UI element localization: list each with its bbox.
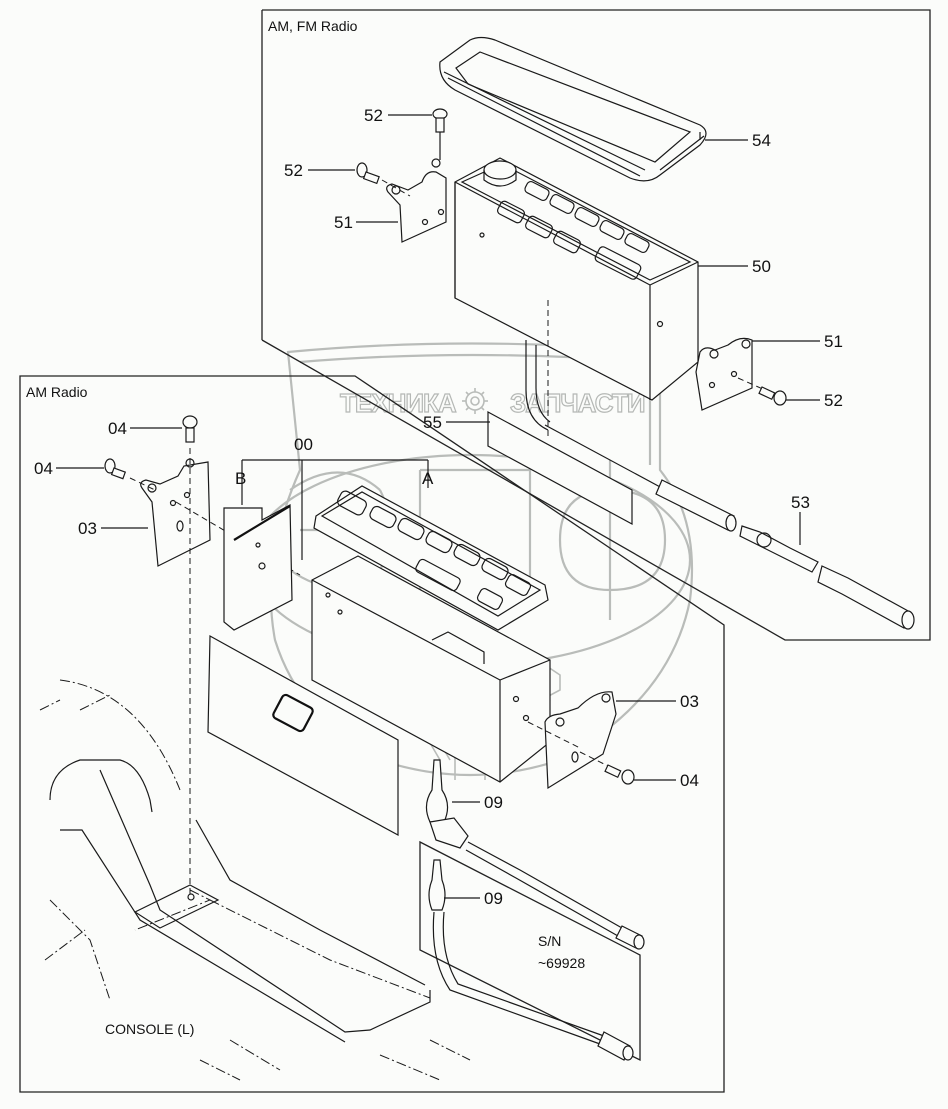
serial-number-box [419,840,641,1062]
callout-04-left: 04 [34,459,53,478]
watermark-left-text: ТЕХНИКА [340,388,457,418]
am-section-frame [19,375,725,1093]
am-cable [425,759,645,950]
callout-51-left: 51 [334,213,353,232]
callout-52-top: 52 [364,106,383,125]
callout-04-right: 04 [680,771,699,790]
am-fm-section-frame [261,9,931,641]
am-section-title: AM Radio [26,384,88,400]
callout-51-right: 51 [824,332,843,351]
callout-55: 55 [423,413,442,432]
am-radio-unit [311,555,551,783]
callout-03-right: 03 [680,692,699,711]
callout-52-left: 52 [284,161,303,180]
callout-09-upper: 09 [484,793,503,812]
am-bolt-right [579,751,635,785]
am-bracket-left [140,458,211,567]
am-fm-cable [544,424,915,630]
callout-leaders [56,114,820,899]
serial-range: ~69928 [538,955,585,971]
callout-54: 54 [752,131,771,150]
callout-labels: 52 52 51 54 50 51 52 55 53 04 04 03 00 A… [34,106,843,908]
am-fm-bolt-right [737,377,787,406]
am-fm-pad [487,340,633,526]
callout-50: 50 [752,257,771,276]
am-bolt-top [182,415,198,895]
console-label: CONSOLE (L) [105,1021,194,1037]
callout-52-right: 52 [824,391,843,410]
callout-00: 00 [294,435,313,454]
am-fm-bolt-top [432,108,448,160]
callout-03-left: 03 [78,519,97,538]
callout-04-top: 04 [108,419,127,438]
am-cable-sn [428,859,634,1061]
callout-53: 53 [791,493,810,512]
am-fm-bolt-left [356,162,411,197]
serial-label: S/N [538,933,561,949]
assembly-bracket [241,459,429,560]
callout-09-sn: 09 [484,889,503,908]
am-front-panel [207,634,399,837]
am-fm-bezel [439,36,707,182]
callout-b: B [235,469,246,488]
console-outline [39,679,471,1081]
gear-icon [462,388,488,414]
am-fm-section-title: AM, FM Radio [268,18,358,34]
am-faceplate-a [313,485,549,631]
callout-a: A [422,469,434,488]
am-bracket-right [527,691,617,790]
am-fm-bracket-right [695,337,753,411]
am-fm-bracket-left [386,158,447,243]
am-fm-radio-unit [454,157,699,440]
tuning-knob [483,160,517,180]
watermark-right-text: ЗАПЧАСТИ [510,388,645,418]
am-gasket-b [223,504,293,631]
